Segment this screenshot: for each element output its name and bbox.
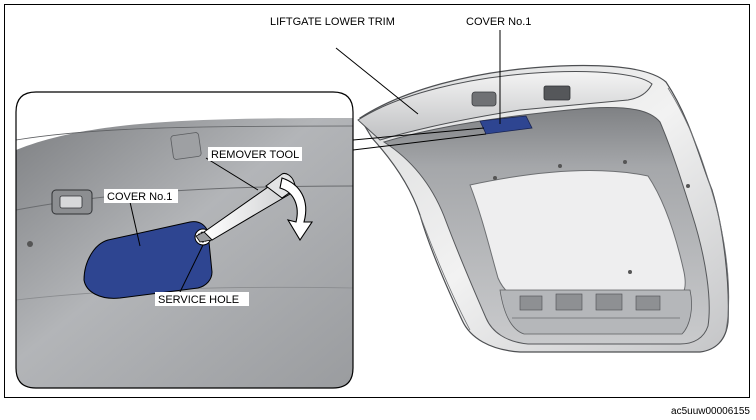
panel-hole xyxy=(558,164,562,168)
panel-hole xyxy=(628,270,632,274)
inset-connector xyxy=(352,133,487,151)
label-liftgate-lower-trim: LIFTGATE LOWER TRIM xyxy=(270,16,395,28)
liftgate-edge-line xyxy=(419,214,471,331)
cover-no1-detail xyxy=(83,221,213,299)
hardware-block xyxy=(555,293,583,311)
label-remover-tool: REMOVER TOOL xyxy=(211,149,299,161)
detail-hole xyxy=(27,241,33,247)
leader-lines xyxy=(129,30,501,293)
hardware-block xyxy=(635,295,661,311)
hardware-block xyxy=(595,293,623,311)
panel-hole xyxy=(623,160,627,164)
cover-no1-on-liftgate xyxy=(479,115,533,135)
hardware-block xyxy=(519,295,543,311)
label-cover-no1-main: COVER No.1 xyxy=(466,16,531,28)
figure-frame xyxy=(4,4,750,398)
rotation-arrow xyxy=(279,177,314,242)
leader-liftgate-lower-trim xyxy=(335,47,419,115)
liftgate-window-opening xyxy=(469,170,686,301)
label-cover-no1-detail: COVER No.1 xyxy=(107,191,172,203)
leader-remover-tool xyxy=(205,157,259,191)
trim-handle-recess xyxy=(471,91,497,107)
panel-hole xyxy=(686,184,690,188)
liftgate xyxy=(357,64,730,353)
inset-connector xyxy=(352,127,485,141)
figure-id: ac5uuw00006155 xyxy=(671,406,750,417)
label-service-hole: SERVICE HOLE xyxy=(158,294,239,306)
panel-hole xyxy=(493,176,497,180)
callout-labels: LIFTGATE LOWER TRIM COVER No.1 REMOVER T… xyxy=(104,14,536,306)
detail-latch xyxy=(51,189,93,215)
liftgate-lower-trim xyxy=(357,71,653,141)
detail-inset xyxy=(15,91,354,389)
liftgate-edge-line xyxy=(667,87,730,331)
detail-panel-ridge xyxy=(16,125,353,141)
leader-cover-no1-detail xyxy=(129,201,141,247)
trim-recess xyxy=(543,85,571,101)
leader-service-hole xyxy=(179,244,204,293)
detail-recess xyxy=(170,132,202,160)
detail-frame xyxy=(15,91,354,389)
